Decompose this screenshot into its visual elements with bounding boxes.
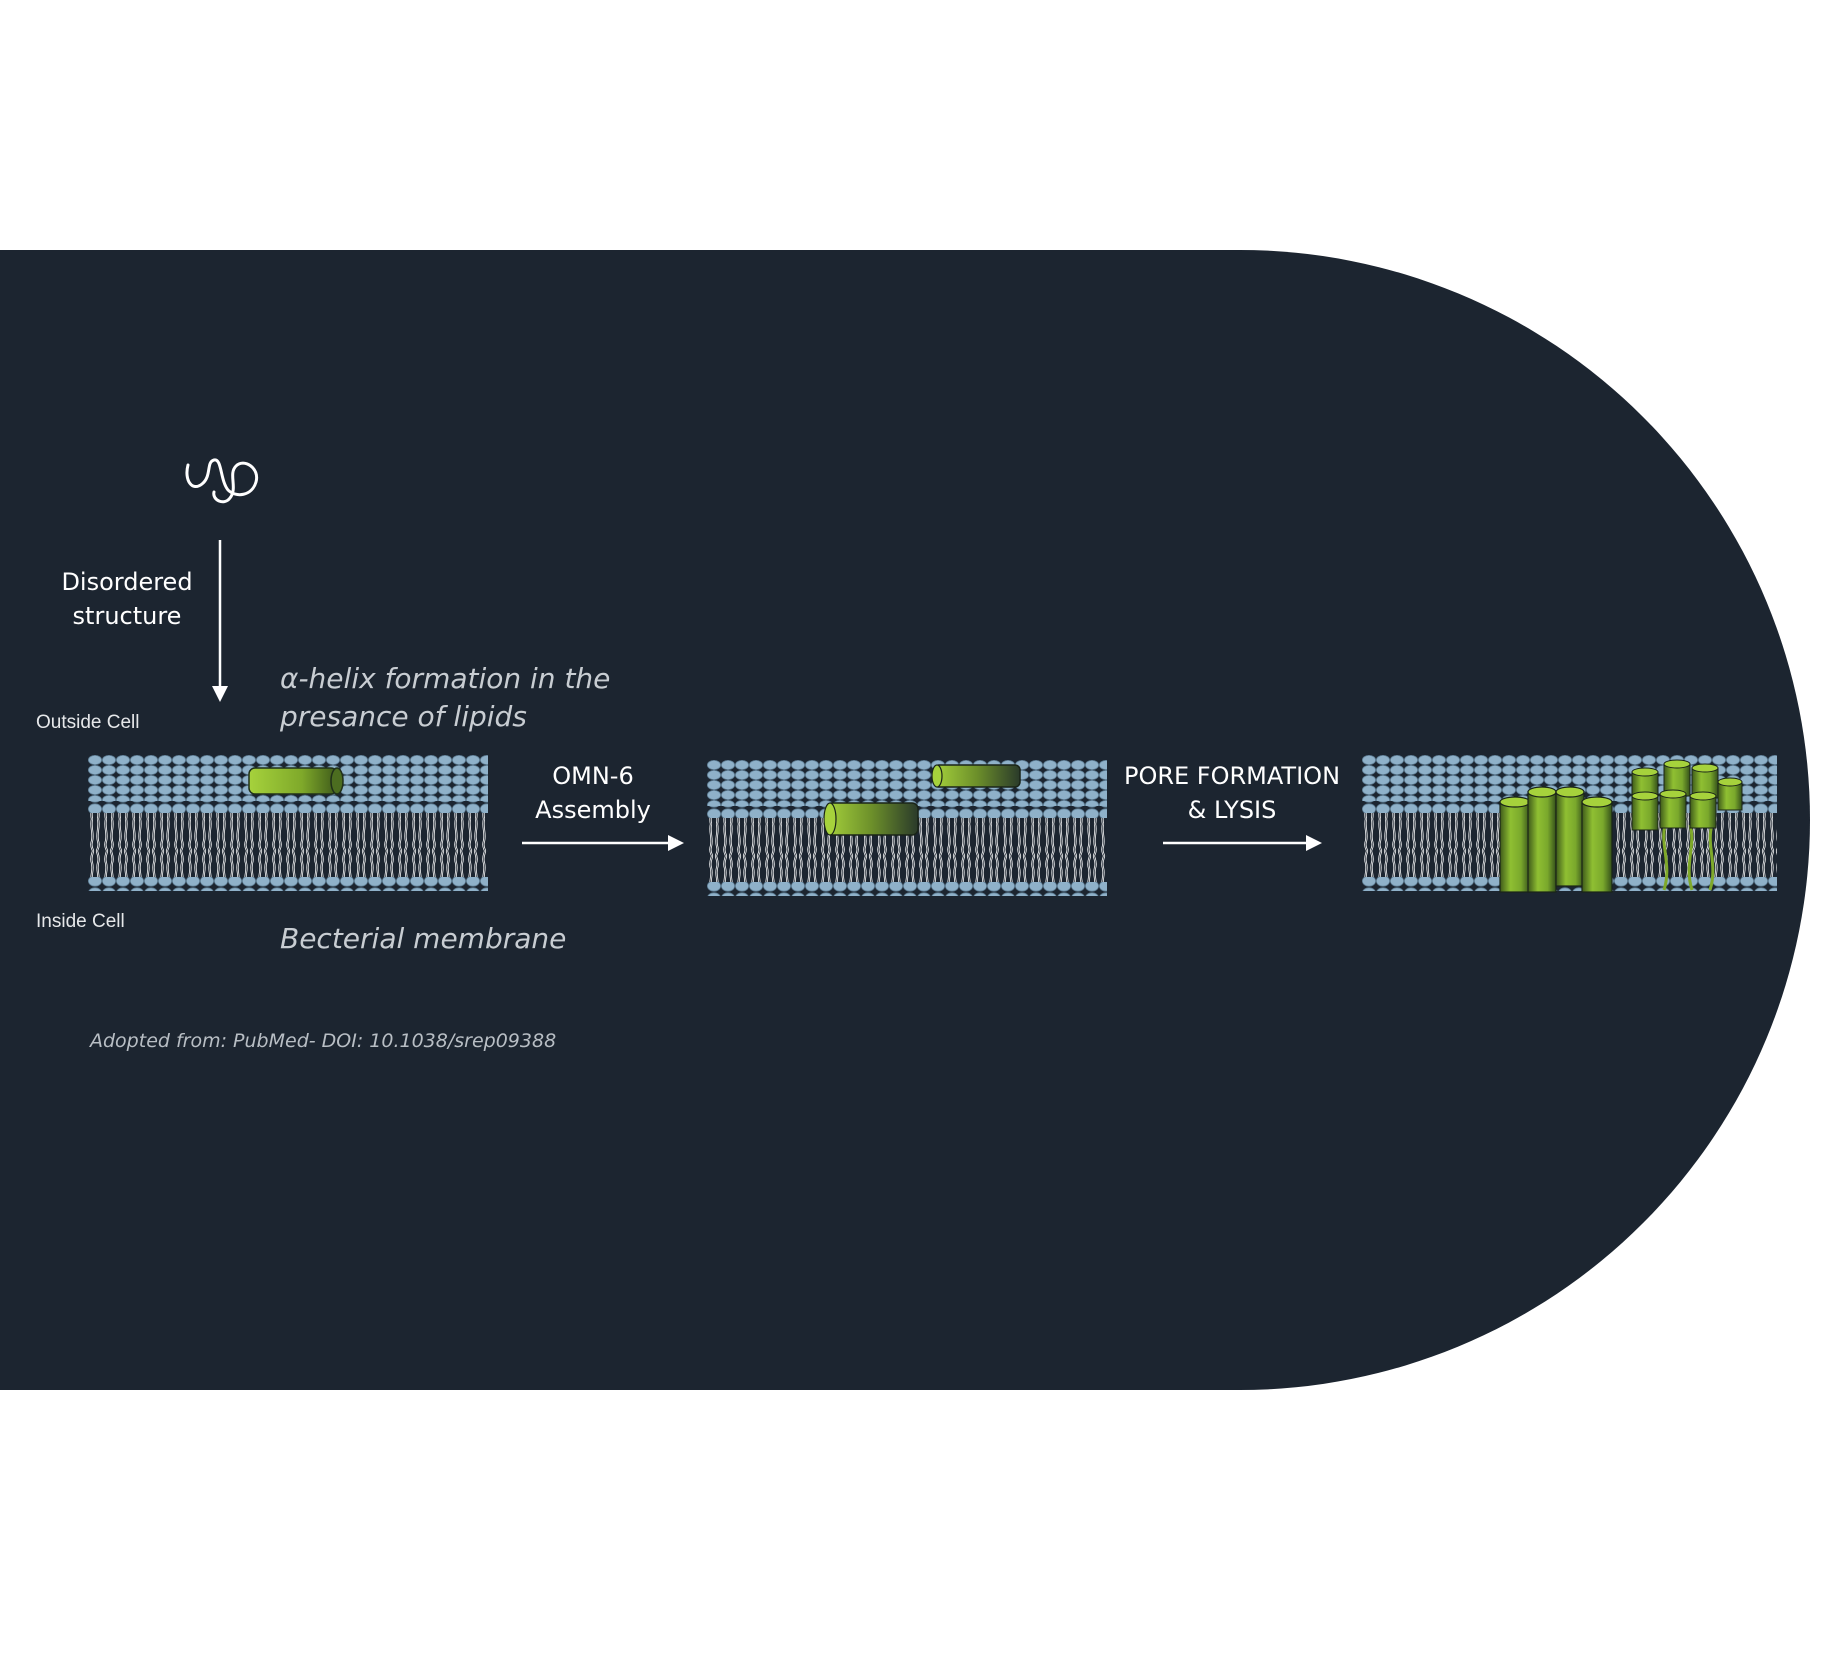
omn6-assembly-label: OMN-6 Assembly (535, 762, 651, 824)
helix-formation-label: α-helix formation in the presance of lip… (280, 662, 611, 733)
helix-cylinder-icon (248, 767, 344, 795)
bacterial-membrane-label: Becterial membrane (280, 922, 567, 955)
pore-formation-label: PORE FORMATION & LYSIS (1123, 762, 1341, 824)
pore-icon (1631, 759, 1743, 891)
pore-icon (1499, 786, 1613, 893)
helix-cylinder-icon (823, 802, 919, 836)
outside-cell-label: Outside Cell (36, 712, 140, 733)
helix-cylinder-icon (931, 764, 1021, 788)
diagram-canvas (88, 458, 1777, 896)
random-coil-icon (185, 458, 259, 504)
membrane-slab-icon (707, 760, 1107, 896)
arrow-right-icon (1163, 835, 1322, 851)
arrow-right-icon (522, 835, 684, 851)
arrow-down-icon (212, 540, 228, 702)
source-credit: Adopted from: PubMed- DOI: 10.1038/srep0… (90, 1030, 557, 1052)
inside-cell-label: Inside Cell (36, 911, 125, 932)
diagram-panel: Disordered structure α-helix formation i… (0, 250, 1810, 1390)
disordered-structure-label: Disordered structure (61, 568, 193, 630)
